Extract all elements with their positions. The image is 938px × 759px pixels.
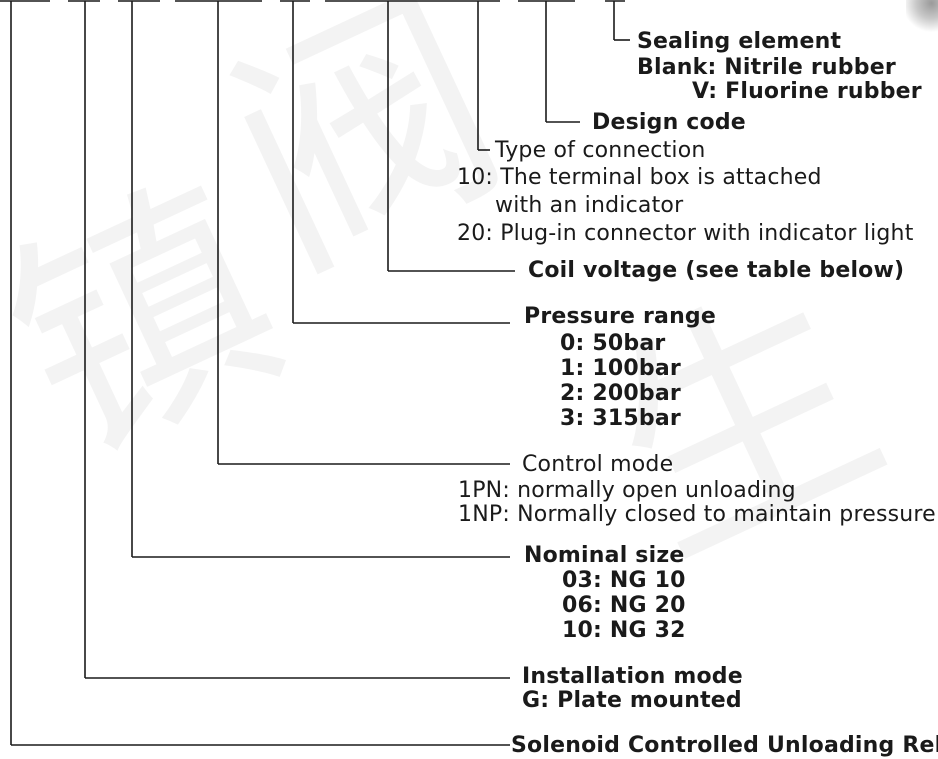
nominal-size-option: 06: NG 20 bbox=[562, 593, 686, 619]
pressure-option: 1: 100bar bbox=[560, 356, 681, 382]
sealing-title: Sealing element bbox=[637, 29, 841, 55]
pressure-option: 3: 315bar bbox=[560, 406, 681, 432]
control-mode-option: 1NP: Normally closed to maintain pressur… bbox=[458, 502, 936, 528]
pressure-option: 0: 50bar bbox=[560, 331, 665, 357]
control-mode-option: 1PN: normally open unloading bbox=[458, 478, 796, 504]
sealing-blank-option: Blank: Nitrile rubber bbox=[637, 55, 896, 81]
connection-title: Type of connection bbox=[495, 138, 706, 164]
installation-mode-option: G: Plate mounted bbox=[522, 688, 742, 714]
nominal-size-title: Nominal size bbox=[524, 543, 684, 569]
pressure-range-title: Pressure range bbox=[524, 304, 716, 330]
installation-mode-title: Installation mode bbox=[522, 664, 743, 690]
connection-option-10-cont: with an indicator bbox=[495, 193, 683, 219]
control-mode-title: Control mode bbox=[522, 452, 673, 478]
connection-option-10: 10: The terminal box is attached bbox=[457, 165, 822, 191]
sealing-v-option: V: Fluorine rubber bbox=[692, 79, 922, 105]
connection-option-20: 20: Plug-in connector with indicator lig… bbox=[457, 221, 914, 247]
design-code-title: Design code bbox=[592, 110, 746, 136]
coil-voltage-title: Coil voltage (see table below) bbox=[528, 258, 904, 284]
nominal-size-option: 10: NG 32 bbox=[562, 618, 686, 644]
product-title: Solenoid Controlled Unloading Rel bbox=[511, 733, 938, 759]
nominal-size-option: 03: NG 10 bbox=[562, 568, 686, 594]
pressure-option: 2: 200bar bbox=[560, 381, 681, 407]
